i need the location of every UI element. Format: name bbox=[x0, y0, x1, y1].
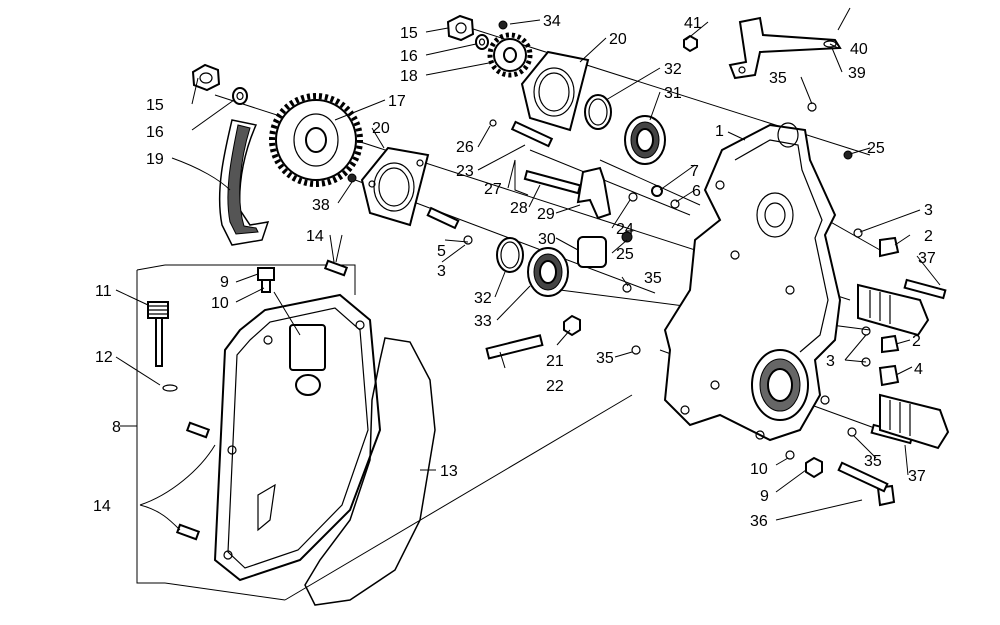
callout-17: 17 bbox=[388, 93, 406, 110]
callout-3: 3 bbox=[437, 263, 446, 280]
callout-38: 38 bbox=[312, 197, 330, 214]
cover-bolts bbox=[175, 259, 349, 541]
callout-10: 10 bbox=[211, 295, 229, 312]
callout-35: 35 bbox=[644, 270, 662, 287]
gear-nut-and-washer bbox=[191, 63, 248, 105]
callout-labels: 1 2 2 3 3 3 4 5 6 7 8 9 9 10 10 11 12 13… bbox=[93, 13, 936, 530]
callout-16: 16 bbox=[400, 48, 418, 65]
callout-8: 8 bbox=[112, 419, 121, 436]
callout-5: 5 bbox=[437, 243, 446, 260]
cover-gasket bbox=[304, 337, 436, 606]
large-gear bbox=[269, 93, 363, 187]
callout-20: 20 bbox=[372, 120, 390, 137]
leader-lines bbox=[115, 19, 941, 531]
cover-assembly-bracket bbox=[136, 264, 633, 601]
callout-26: 26 bbox=[456, 139, 474, 156]
callout-3: 3 bbox=[924, 202, 933, 219]
callout-28: 28 bbox=[510, 200, 528, 217]
callout-40: 40 bbox=[850, 41, 868, 58]
callout-9: 9 bbox=[220, 274, 229, 291]
callout-25: 25 bbox=[867, 140, 885, 157]
small-sprocket bbox=[446, 14, 533, 78]
bearing-top bbox=[624, 115, 666, 165]
callout-11: 11 bbox=[95, 283, 112, 300]
callout-25: 25 bbox=[616, 246, 634, 263]
callout-19: 19 bbox=[146, 151, 164, 168]
callout-13: 13 bbox=[440, 463, 458, 480]
callout-2: 2 bbox=[912, 333, 921, 350]
callout-18: 18 bbox=[400, 68, 418, 85]
callout-4: 4 bbox=[914, 361, 923, 378]
callout-31: 31 bbox=[664, 85, 682, 102]
callout-10: 10 bbox=[750, 461, 768, 478]
dipstick bbox=[147, 301, 178, 392]
bearing-plate-left bbox=[360, 146, 430, 227]
gear-housing bbox=[663, 122, 842, 442]
callout-2: 2 bbox=[924, 228, 933, 245]
callout-35: 35 bbox=[769, 70, 787, 87]
callout-41: 41 bbox=[684, 15, 702, 32]
callout-7: 7 bbox=[690, 163, 699, 180]
callout-34: 34 bbox=[543, 13, 561, 30]
chaincase-cover bbox=[213, 293, 382, 582]
callout-32: 32 bbox=[474, 290, 492, 307]
mounting-bracket bbox=[728, 7, 851, 80]
callout-35: 35 bbox=[596, 350, 614, 367]
callout-6: 6 bbox=[692, 183, 701, 200]
callout-1: 1 bbox=[715, 123, 724, 140]
callout-24: 24 bbox=[616, 221, 634, 238]
callout-32: 32 bbox=[664, 61, 682, 78]
output-shafts bbox=[857, 283, 950, 450]
bearing-bottom bbox=[527, 247, 569, 297]
bearing-plate-right bbox=[520, 50, 590, 132]
fill-plug bbox=[257, 267, 301, 336]
retaining-ring-top bbox=[584, 94, 612, 130]
callout-27: 27 bbox=[484, 181, 502, 198]
callout-15: 15 bbox=[146, 97, 164, 114]
callout-15: 15 bbox=[400, 25, 418, 42]
callout-3: 3 bbox=[826, 353, 835, 370]
callout-14: 14 bbox=[93, 498, 111, 515]
callout-22: 22 bbox=[546, 378, 564, 395]
callout-33: 33 bbox=[474, 313, 492, 330]
callout-39: 39 bbox=[848, 65, 866, 82]
callout-35: 35 bbox=[864, 453, 882, 470]
callout-36: 36 bbox=[750, 513, 768, 530]
retaining-ring-bottom bbox=[496, 237, 524, 273]
callout-9: 9 bbox=[760, 488, 769, 505]
callout-29: 29 bbox=[537, 206, 555, 223]
callout-16: 16 bbox=[146, 124, 164, 141]
callout-23: 23 bbox=[456, 163, 474, 180]
callout-20: 20 bbox=[609, 31, 627, 48]
callout-12: 12 bbox=[95, 349, 113, 366]
callout-21: 21 bbox=[546, 353, 564, 370]
callout-37: 37 bbox=[918, 250, 936, 267]
drive-chain bbox=[218, 119, 270, 246]
callout-14: 14 bbox=[306, 228, 324, 245]
callout-30: 30 bbox=[538, 231, 556, 248]
callout-37: 37 bbox=[908, 468, 926, 485]
